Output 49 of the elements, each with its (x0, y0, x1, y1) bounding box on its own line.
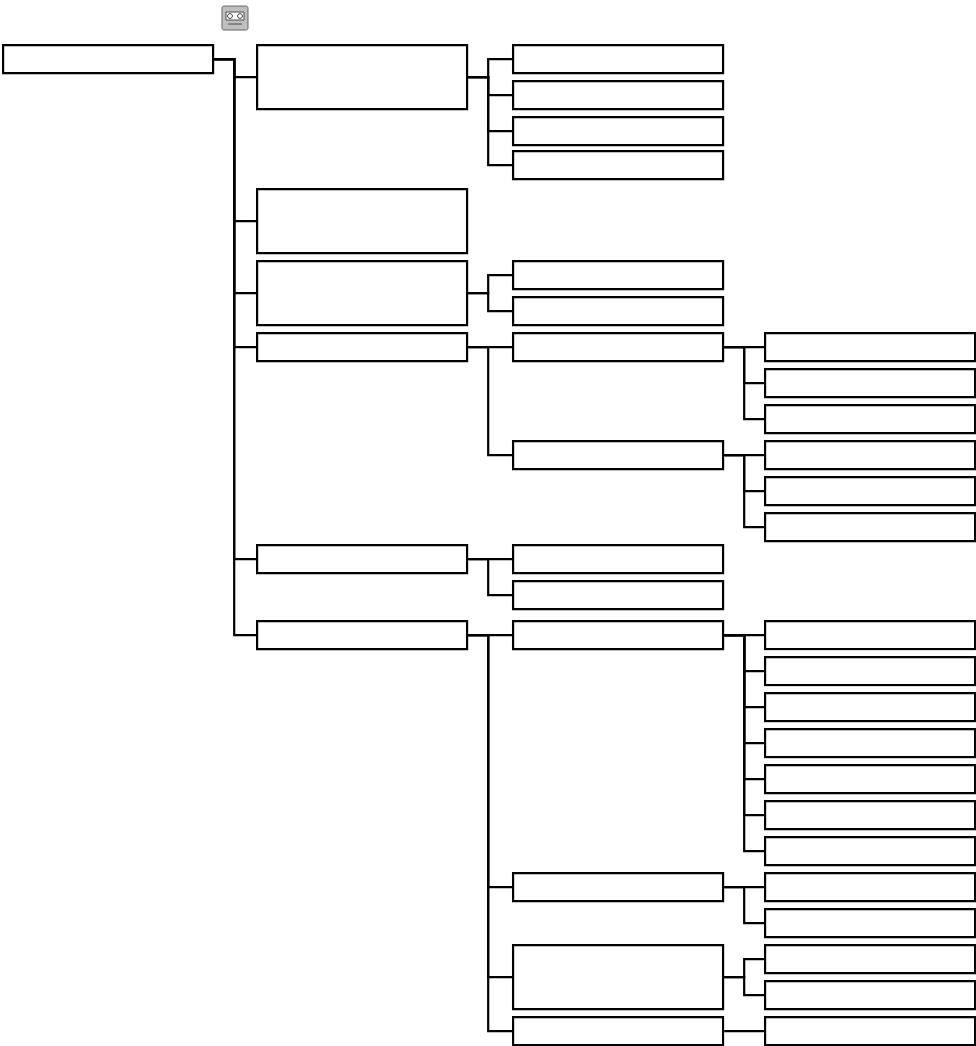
connector-line (724, 1030, 764, 1033)
tree-box (256, 332, 469, 363)
tree-box (512, 580, 725, 611)
tree-box (764, 728, 976, 759)
tree-box (764, 476, 976, 507)
connector-line (468, 76, 512, 167)
tree-box (764, 1016, 976, 1046)
tree-box (764, 764, 976, 795)
tree-box (256, 188, 469, 255)
tree-box (512, 44, 725, 75)
connector-line (724, 454, 764, 529)
connector-line (468, 346, 512, 457)
connector-line (724, 346, 764, 421)
tree-box (512, 116, 725, 147)
tree-box (256, 620, 469, 651)
tree-box (764, 512, 976, 543)
tree-box (764, 404, 976, 435)
tree-box (512, 260, 725, 291)
tree-box (2, 44, 215, 75)
connector-line (468, 558, 512, 597)
tree-box (512, 944, 725, 1011)
tree-box (764, 368, 976, 399)
tree-box (512, 620, 725, 651)
tree-box (512, 872, 725, 903)
tree-box (764, 656, 976, 687)
tree-box (764, 872, 976, 903)
connector-line (724, 634, 764, 853)
tree-box (512, 440, 725, 471)
tree-box (764, 692, 976, 723)
tree-box (512, 80, 725, 111)
tree-box (764, 836, 976, 867)
tree-box (512, 296, 725, 327)
tree-box (764, 908, 976, 939)
connector-line (724, 976, 764, 997)
tree-box (512, 1016, 725, 1046)
tree-box (764, 800, 976, 831)
tree-box (764, 620, 976, 651)
tree-box (764, 944, 976, 975)
tree-box (256, 260, 469, 327)
tree-box (764, 980, 976, 1011)
tree-box (764, 332, 976, 363)
tree-box (512, 332, 725, 363)
tree-box (256, 44, 469, 111)
tree-box (512, 150, 725, 181)
tree-box (512, 544, 725, 575)
connector-line (724, 886, 764, 925)
connector-line (468, 292, 512, 313)
tree-box (256, 544, 469, 575)
tree-box (764, 440, 976, 471)
